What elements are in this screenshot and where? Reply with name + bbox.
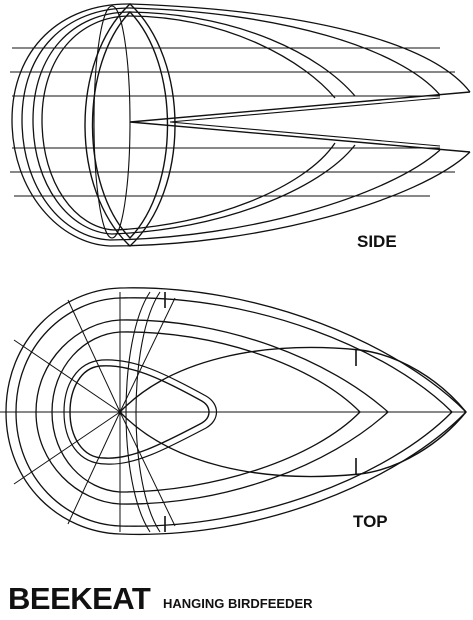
product-title: BEEKEAT [8, 581, 151, 616]
top-spoke-8 [119, 411, 176, 527]
top-outline-1 [5, 287, 467, 536]
top-outline-2 [15, 297, 453, 527]
top-view-label: TOP [353, 512, 388, 531]
top-spoke-7 [119, 297, 176, 413]
side-view [10, 3, 471, 247]
top-spoke-4 [67, 411, 121, 525]
side-view-label: SIDE [357, 232, 397, 251]
top-inner-tray-rim [63, 359, 218, 465]
top-spoke-1 [67, 299, 121, 413]
top-outline-3 [35, 319, 389, 505]
side-rib-outer [84, 3, 176, 247]
product-subtitle: HANGING BIRDFEEDER [163, 596, 313, 611]
side-third-shell [32, 11, 356, 235]
top-inner-tray [69, 365, 210, 459]
side-rib-inner [91, 10, 169, 240]
top-outline-4 [51, 331, 361, 493]
side-entrance-notch-inner [169, 97, 441, 147]
side-entrance-notch [129, 91, 471, 153]
top-lens-curve-upper [119, 346, 467, 413]
top-view [0, 287, 467, 536]
top-spoke-2 [13, 339, 121, 413]
top-spoke-3 [13, 411, 121, 485]
side-second-shell [21, 7, 441, 241]
side-inner-shell [41, 15, 336, 231]
top-lens-curve-lower [119, 411, 467, 478]
side-rib-front [93, 5, 131, 239]
side-outer-shell [11, 3, 471, 247]
